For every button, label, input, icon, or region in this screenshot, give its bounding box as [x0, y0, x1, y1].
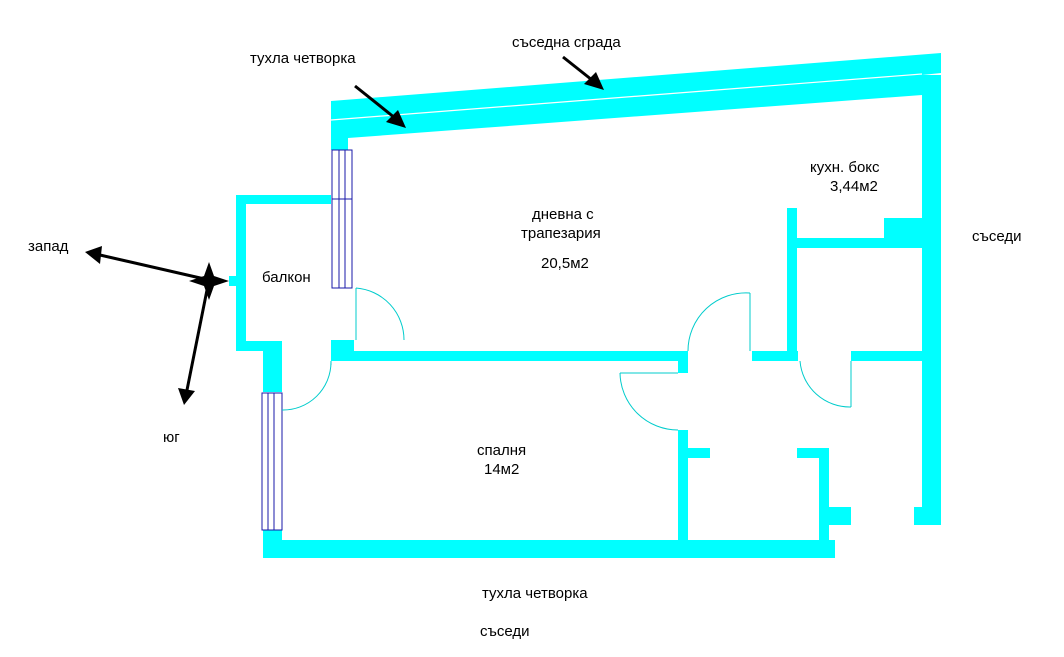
bedroom-name: спалня [477, 442, 526, 459]
south-label: юг [163, 429, 180, 446]
top-wall [331, 53, 941, 150]
neighbors-right-label: съседи [972, 228, 1022, 245]
bathroom-wall [678, 430, 688, 540]
middle-wall [331, 340, 354, 361]
balcony-label: балкон [262, 269, 311, 286]
neighbor-building-label: съседна сграда [512, 34, 621, 51]
living-window [331, 149, 353, 289]
bedroom-window [261, 392, 283, 531]
balcony-wall [236, 195, 331, 392]
living-name-2: трапезария [521, 225, 601, 242]
living-area: 20,5м2 [541, 255, 589, 272]
brick-top-label: тухла четворка [250, 50, 356, 67]
balcony-door [355, 287, 405, 341]
bottom-wall [263, 530, 835, 558]
bathroom-door [799, 360, 852, 408]
kitchen-area: 3,44м2 [830, 178, 878, 195]
bedroom-area: 14м2 [484, 461, 519, 478]
arrow-icon [354, 84, 406, 128]
compass-star-icon [85, 246, 229, 405]
brick-bottom-label: тухла четворка [482, 585, 588, 602]
living-name: дневна с [532, 206, 594, 223]
arrow-icon [562, 55, 604, 90]
neighbors-bottom-label: съседи [480, 623, 530, 640]
right-wall [914, 75, 941, 525]
bedroom-balcony-door [281, 361, 332, 411]
kitchen-partition [787, 208, 797, 355]
kitchen-name: кухн. бокс [810, 159, 880, 176]
bedroom-door [619, 372, 679, 431]
living-door [687, 292, 751, 352]
west-label: запад [28, 238, 69, 255]
